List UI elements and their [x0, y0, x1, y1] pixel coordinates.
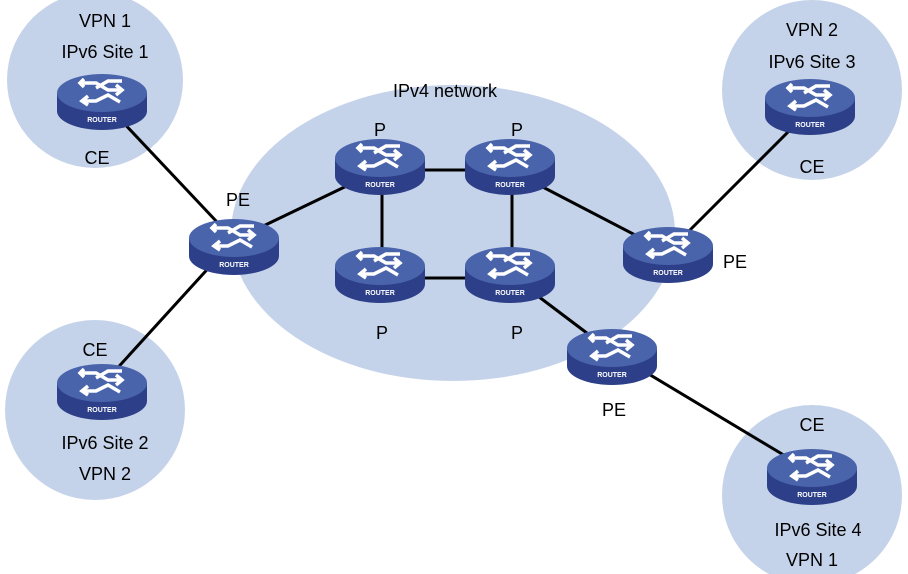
router-p3: ROUTER: [335, 247, 425, 303]
router-label: ROUTER: [219, 262, 249, 269]
router-ce-site3: ROUTER: [765, 79, 855, 135]
router-label: ROUTER: [365, 182, 395, 189]
router-arrows-icon: [785, 82, 833, 112]
router-ce-site1: ROUTER: [57, 74, 147, 130]
p2-label: P: [511, 120, 523, 140]
router-label: ROUTER: [797, 492, 827, 499]
pe-bottom-label: PE: [602, 400, 626, 420]
site4-vpn: VPN 1: [786, 550, 838, 570]
p1-label: P: [374, 120, 386, 140]
router-arrows-icon: [209, 222, 257, 252]
router-arrows-icon: [77, 77, 125, 107]
router-label: ROUTER: [653, 270, 683, 277]
router-label: ROUTER: [597, 372, 627, 379]
router-ce-site4: ROUTER: [767, 449, 857, 505]
site3-ce: CE: [799, 157, 824, 177]
router-pe-bottom: ROUTER: [567, 329, 657, 385]
site3-vpn: VPN 2: [786, 20, 838, 40]
router-arrows-icon: [587, 332, 635, 362]
router-pe-right: ROUTER: [623, 227, 713, 283]
link-pe-right-ce3: [666, 108, 812, 254]
network-label: IPv4 network: [393, 81, 498, 101]
router-p1: ROUTER: [335, 139, 425, 195]
site4-ce: CE: [799, 415, 824, 435]
site1-ce: CE: [84, 148, 109, 168]
pe-left-label: PE: [226, 190, 250, 210]
router-arrows-icon: [787, 452, 835, 482]
site1-vpn: VPN 1: [79, 11, 131, 31]
router-p2: ROUTER: [465, 139, 555, 195]
router-label: ROUTER: [495, 182, 525, 189]
router-p4: ROUTER: [465, 247, 555, 303]
router-arrows-icon: [77, 367, 125, 397]
site3-name: IPv6 Site 3: [768, 52, 855, 72]
router-pe-left: ROUTER: [189, 219, 279, 275]
pe-right-label: PE: [723, 252, 747, 272]
router-label: ROUTER: [365, 290, 395, 297]
p4-label: P: [511, 323, 523, 343]
site1-name: IPv6 Site 1: [61, 42, 148, 62]
router-label: ROUTER: [87, 407, 117, 414]
router-arrows-icon: [643, 230, 691, 260]
site2-vpn: VPN 2: [79, 464, 131, 484]
router-ce-site2: ROUTER: [57, 364, 147, 420]
site4-name: IPv6 Site 4: [774, 520, 861, 540]
site2-name: IPv6 Site 2: [61, 433, 148, 453]
router-arrows-icon: [355, 142, 403, 172]
router-label: ROUTER: [87, 117, 117, 124]
router-arrows-icon: [485, 250, 533, 280]
site2-ce: CE: [82, 340, 107, 360]
router-arrows-icon: [485, 142, 533, 172]
p3-label: P: [376, 323, 388, 343]
router-arrows-icon: [355, 250, 403, 280]
router-label: ROUTER: [795, 122, 825, 129]
router-label: ROUTER: [495, 290, 525, 297]
